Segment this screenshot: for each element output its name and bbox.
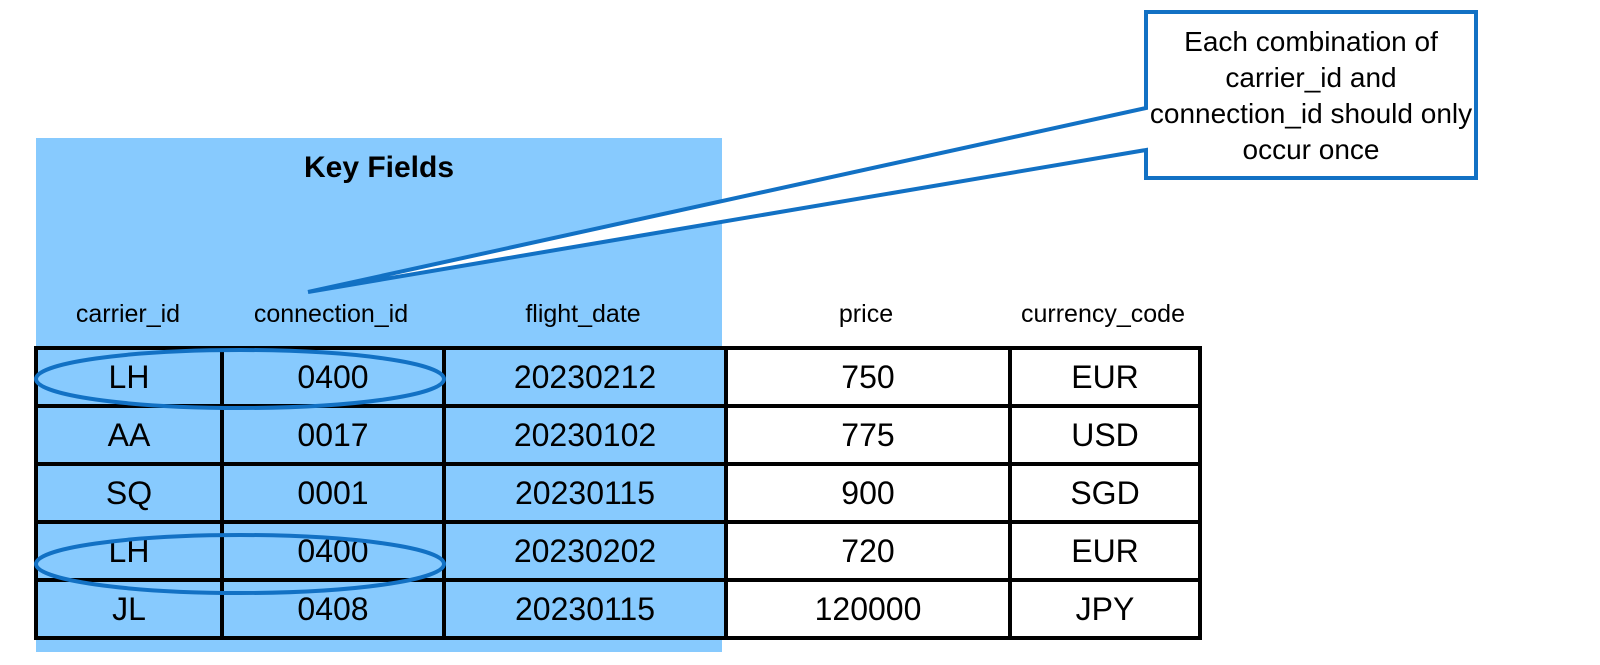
cell-currency-code: EUR bbox=[1008, 520, 1202, 582]
cell-currency-code: JPY bbox=[1008, 578, 1202, 640]
header-currency-code: currency_code bbox=[1021, 300, 1185, 328]
cell-connection-id: 0400 bbox=[220, 346, 446, 408]
cell-currency-code: EUR bbox=[1008, 346, 1202, 408]
callout-text: Each combination of carrier_id and conne… bbox=[1149, 26, 1473, 165]
cell-connection-id: 0001 bbox=[220, 462, 446, 524]
cell-flight-date: 20230115 bbox=[442, 578, 728, 640]
cell-carrier-id: AA bbox=[34, 404, 224, 466]
cell-carrier-id: LH bbox=[34, 346, 224, 408]
cell-flight-date: 20230212 bbox=[442, 346, 728, 408]
cell-price: 750 bbox=[724, 346, 1012, 408]
cell-carrier-id: SQ bbox=[34, 462, 224, 524]
cell-flight-date: 20230202 bbox=[442, 520, 728, 582]
cell-currency-code: USD bbox=[1008, 404, 1202, 466]
header-carrier-id: carrier_id bbox=[75, 300, 181, 328]
table-row: JL 0408 20230115 120000 JPY bbox=[34, 578, 1202, 640]
table-row: LH 0400 20230202 720 EUR bbox=[34, 520, 1202, 582]
table-row: SQ 0001 20230115 900 SGD bbox=[34, 462, 1202, 524]
key-fields-title: Key Fields bbox=[303, 151, 455, 184]
header-flight-date: flight_date bbox=[525, 300, 641, 328]
cell-carrier-id: LH bbox=[34, 520, 224, 582]
table-row: AA 0017 20230102 775 USD bbox=[34, 404, 1202, 466]
cell-flight-date: 20230102 bbox=[442, 404, 728, 466]
cell-price: 775 bbox=[724, 404, 1012, 466]
header-connection-id: connection_id bbox=[253, 300, 409, 328]
table-row: LH 0400 20230212 750 EUR bbox=[34, 346, 1202, 408]
cell-connection-id: 0017 bbox=[220, 404, 446, 466]
cell-price: 720 bbox=[724, 520, 1012, 582]
cell-price: 900 bbox=[724, 462, 1012, 524]
cell-connection-id: 0400 bbox=[220, 520, 446, 582]
cell-carrier-id: JL bbox=[34, 578, 224, 640]
cell-connection-id: 0408 bbox=[220, 578, 446, 640]
cell-currency-code: SGD bbox=[1008, 462, 1202, 524]
flight-table: LH 0400 20230212 750 EUR AA 0017 2023010… bbox=[34, 346, 1202, 640]
header-price: price bbox=[838, 300, 894, 328]
cell-price: 120000 bbox=[724, 578, 1012, 640]
cell-flight-date: 20230115 bbox=[442, 462, 728, 524]
